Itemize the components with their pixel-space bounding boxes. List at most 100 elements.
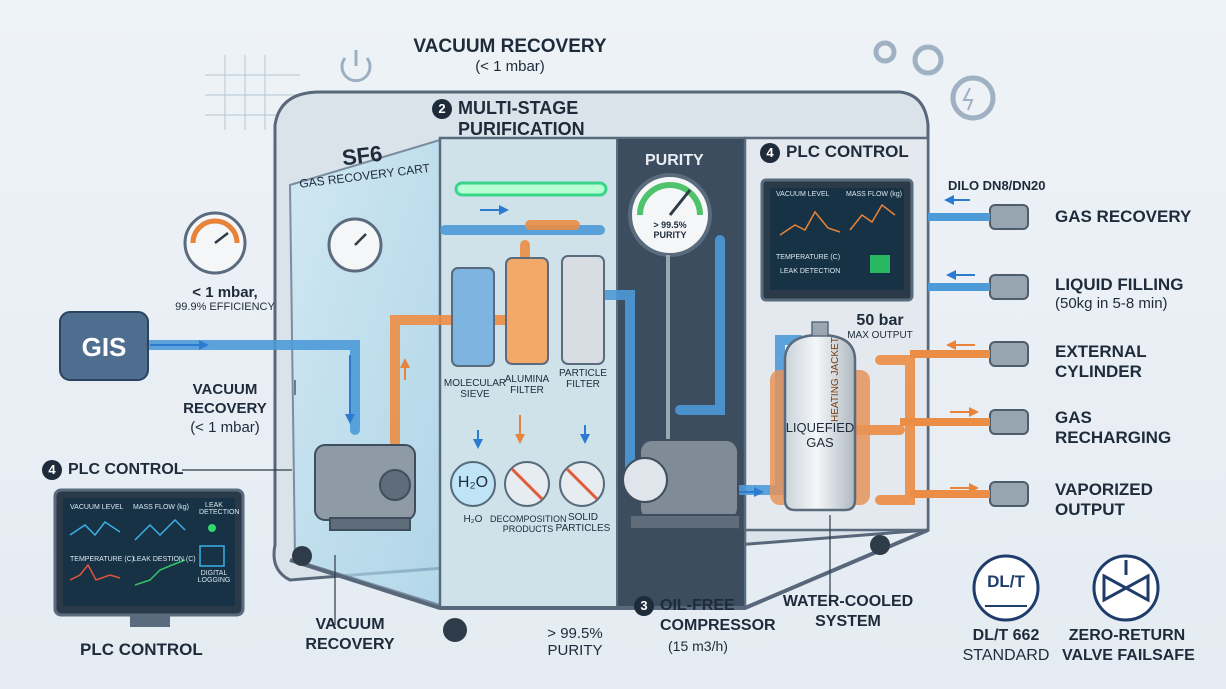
monitor-large-leak-title: LEAK DETECTION [199,502,240,516]
vacuum-left-line1: VACUUM [192,381,258,398]
stage2-line2: PURIFICATION [458,119,585,140]
monitor-small-leak: LEAK DETECTION [780,268,841,275]
heating-jacket-label: HEATING JACKET [830,337,841,422]
purity-gauge-value: > 99.5% [653,220,687,230]
vacuum-left-label: VACUUM RECOVERY (< 1 mbar) [150,380,300,437]
water-line2: SYSTEM [815,613,881,630]
monitor-small-vacuum: VACUUM LEVEL [776,191,830,198]
monitor-large-temp: TEMPERATURE (C) [70,556,135,563]
bottom-purity-line1: > 99.5% [547,625,603,642]
bottom-vacuum-label: VACUUM RECOVERY [300,615,400,655]
plc-left-number: 4 [42,460,62,480]
vacuum-pump [314,444,416,531]
water-line1: WATER-COOLED [782,593,914,610]
zero-return-label: ZERO-RETURN VALVE FAILSAFE [1062,626,1195,666]
port-label-gas-recovery: GAS RECOVERY [1055,207,1191,227]
zero-line1: ZERO-RETURN [1068,627,1186,644]
impurity-1-line1: H₂O [463,514,483,525]
port-label-liquid-filling: LIQUID FILLING (50kg in 5-8 min) [1055,275,1183,312]
plc-top-number: 4 [760,142,780,163]
left-gauge-line2: 99.9% EFFICIENCY [175,301,275,313]
cylinder-line2: GAS [806,435,834,450]
impurity-label-solid: SOLID PARTICLES [552,512,614,534]
plc-top-label: 4 PLC CONTROL [760,142,909,163]
stage2-number: 2 [432,99,452,120]
compressor-number: 3 [634,596,654,616]
port-1-line1: GAS RECOVERY [1055,207,1192,226]
bottom-purity-line2: PURITY [547,642,603,659]
cart-wheels [292,535,890,642]
cylinder-line1: LIQUEFIED [785,420,855,435]
monitor-large-vacuum: VACUUM LEVEL [70,504,124,511]
cylinder-label: LIQUEFIED GAS [785,420,855,450]
purity-gauge-unit: PURITY [653,230,687,240]
bottom-purity-label: > 99.5% PURITY [530,625,620,659]
gear-icons [873,40,996,121]
monitor-small-temp: TEMPERATURE (C) [776,254,841,261]
bottom-vacuum-line2: RECOVERY [305,636,395,653]
gis-label: GIS [81,332,127,362]
port-2-line2: (50kg in 5-8 min) [1055,295,1168,312]
stage2-label: 2 MULTI-STAGE PURIFICATION [432,98,585,139]
max-output: 50 bar MAX OUTPUT [840,312,920,341]
max-output-label: MAX OUTPUT [847,330,913,341]
vacuum-left-line2: RECOVERY [183,400,267,417]
port-4-line1: GAS [1055,408,1092,427]
stage2-line1: MULTI-STAGE [458,98,579,118]
impurity-2-line2: PRODUCTS [502,524,554,534]
impurity-label-decomposition: DECOMPOSITION PRODUCTS [490,514,567,534]
plc-left-text: PLC CONTROL [68,461,184,479]
impurity-2-line1: DECOMPOSITION [490,514,567,524]
filter-label-alumina: ALUMINA FILTER [494,374,560,396]
filter-label-particle: PARTICLE FILTER [550,368,616,390]
monitor-large-logging: DIGITAL LOGGING [197,570,231,584]
plc-top-text: PLC CONTROL [786,142,909,161]
h2o-icon-text: H₂O [457,474,489,491]
filter-label-molecular: MOLECULAR SIEVE [440,378,510,400]
port-5-line2: OUTPUT [1055,500,1125,519]
filter-label-1-line1: MOLECULAR [443,378,507,389]
bottom-plc-label: PLC CONTROL [80,640,203,659]
impurity-3-line1: SOLID [567,512,598,523]
background-grid [205,55,300,130]
power-icon [340,50,372,83]
filter-label-3-line1: PARTICLE [559,368,607,379]
vacuum-left-line3: (< 1 mbar) [190,419,260,436]
top-vacuum-title: VACUUM RECOVERY [413,36,607,57]
water-cooled-label: WATER-COOLED SYSTEM [768,592,928,632]
bottom-vacuum-line1: VACUUM [315,616,385,633]
dlt-badge-text: DL/T [987,572,1025,591]
port-3-line1: EXTERNAL [1055,342,1147,361]
purity-header: PURITY [645,152,704,169]
port-connectors [989,204,1029,507]
monitor-large-leak2: LEAK DESTION (C) [133,556,196,563]
port-5-line1: VAPORIZED [1055,480,1153,499]
compressor-unit [622,439,741,530]
compressor-line2: COMPRESSOR [660,617,776,635]
dlt-line1: DL/T 662 [972,627,1040,644]
purity-gauge-text: > 99.5% PURITY [640,220,700,240]
port-label-gas-recharging: GAS RECHARGING [1055,408,1171,448]
left-gauge-label: < 1 mbar, 99.9% EFFICIENCY [150,284,300,313]
port-label-vaporized-output: VAPORIZED OUTPUT [1055,480,1153,520]
port-2-line1: LIQUID FILLING [1055,275,1184,294]
filter-cartridges [451,255,605,367]
max-output-value: 50 bar [856,312,904,329]
top-vacuum-sub: (< 1 mbar) [475,58,545,75]
impurity-label-h2o: H₂O [448,514,498,525]
port-label-external-cylinder: EXTERNAL CYLINDER [1055,342,1147,382]
left-gauge-line1: < 1 mbar, [192,284,258,301]
filter-label-3-line2: FILTER [566,379,600,390]
monitor-large-mass: MASS FLOW (kg) [133,504,190,511]
plc-left-label: 4 PLC CONTROL [42,460,184,480]
zero-line2: VALVE FAILSAFE [1062,647,1195,664]
port-4-line2: RECHARGING [1055,428,1172,447]
port-3-line2: CYLINDER [1055,362,1142,381]
dilo-label: DILO DN8/DN20 [948,178,1046,193]
compressor-line3: (15 m3/h) [668,638,728,655]
dlt-label: DL/T 662 STANDARD [960,626,1052,666]
dlt-line2: STANDARD [962,647,1050,664]
filter-label-2-line1: ALUMINA [504,374,550,385]
